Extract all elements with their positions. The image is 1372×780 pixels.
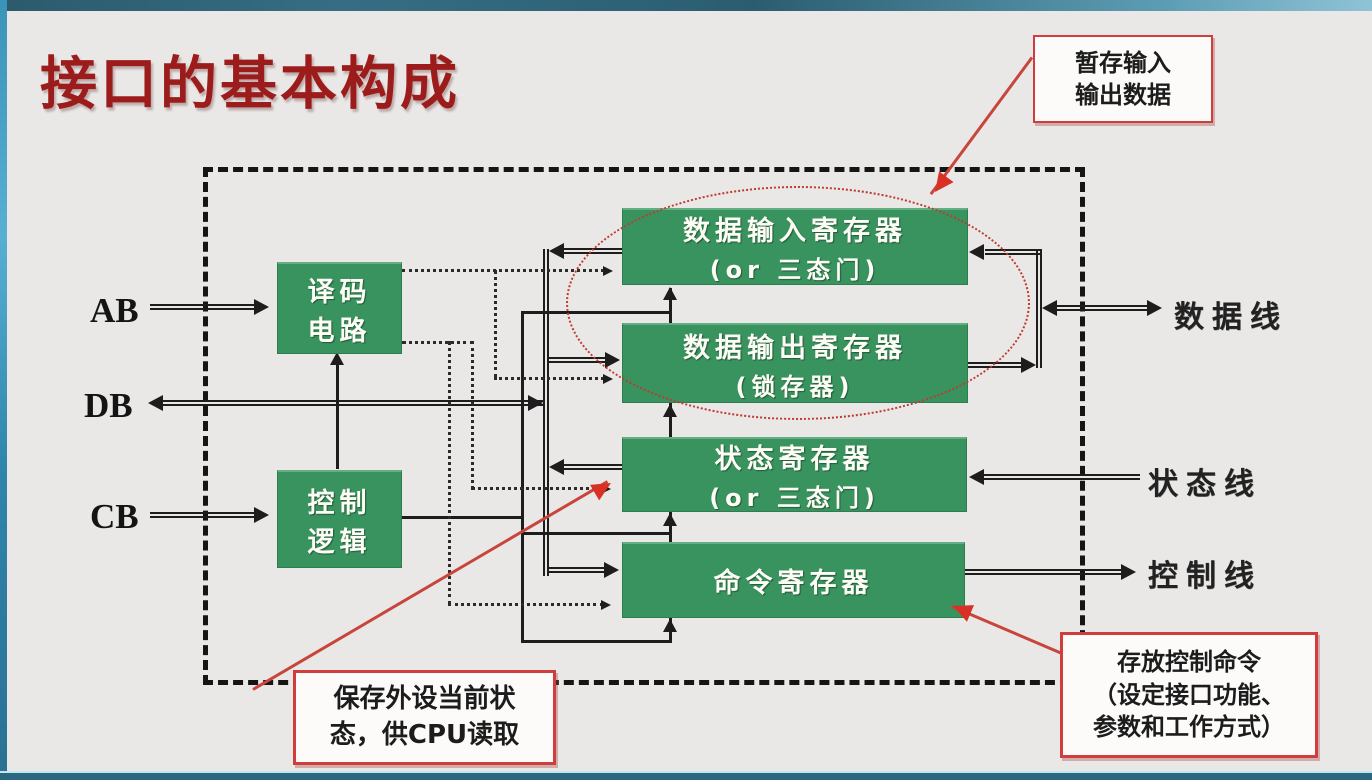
arrowhead-status-to-bus [549, 459, 564, 475]
callout-store-command: 存放控制命令 （设定接口功能、 参数和工作方式） [1060, 632, 1318, 758]
arrowhead-select-dataout [603, 374, 613, 384]
label-status-line: 状态线 [1148, 467, 1262, 502]
arrowhead-dataline-left [1042, 300, 1057, 316]
block-control-logic-line2: 逻辑 [307, 526, 372, 558]
block-decoder-line2: 电路 [307, 315, 372, 347]
arrowhead-dataline-right [1147, 300, 1162, 316]
line-status-to-bus [556, 464, 622, 470]
label-control-line: 控制线 [1148, 559, 1262, 594]
label-ab: AB [90, 291, 139, 330]
arrowhead-db-left [148, 395, 163, 411]
line-statusline [984, 474, 1140, 480]
arrowhead-statusline [969, 469, 984, 485]
callout-buffer-io-line2: 输出数据 [1075, 81, 1171, 109]
line-bus-to-command [548, 567, 606, 573]
select-line-dataout-vertical [494, 270, 497, 378]
label-cb: CB [90, 497, 139, 536]
line-dataline-vertical [1036, 249, 1042, 368]
line-internal-bus-vertical [543, 249, 549, 576]
interface-boundary-dashed-rect [203, 167, 1085, 685]
select-line-command-vertical [448, 341, 451, 605]
select-line-status [471, 487, 603, 490]
arrowhead-up-command-reg [663, 619, 677, 632]
arrowhead-up-status-reg [663, 513, 677, 526]
block-status-line2: (or 三态门) [709, 484, 880, 512]
select-line-status-vertical [471, 341, 474, 489]
select-line-lower-horizontal [402, 341, 474, 344]
arrowhead-select-status [601, 484, 611, 494]
callout-buffer-io: 暂存输入 输出数据 [1033, 35, 1213, 123]
block-status-line1: 状态寄存器 [714, 444, 875, 475]
block-command-line1: 命令寄存器 [713, 568, 874, 599]
block-control-logic-line1: 控制 [307, 487, 372, 519]
video-top-band [0, 0, 1372, 11]
callout-save-status-line2: 态，供CPU读取 [329, 719, 520, 750]
page-title: 接口的基本构成 [40, 51, 460, 117]
arrowhead-cb [254, 507, 269, 523]
line-dataline-bidirectional [1057, 305, 1149, 311]
line-db-bidirectional [163, 400, 543, 406]
callout-store-command-line2: （设定接口功能、 [1093, 680, 1285, 709]
callout-save-status-line1: 保存外设当前状 [333, 684, 516, 715]
callout-store-command-line3: 参数和工作方式） [1093, 713, 1285, 742]
arrowhead-up-data-out-reg [663, 404, 677, 417]
callout-buffer-io-line1: 暂存输入 [1075, 48, 1171, 77]
block-decoder: 译码 电路 [277, 262, 402, 354]
video-left-band [0, 0, 7, 780]
line-bus-to-dataout [549, 357, 607, 363]
select-line-datain [402, 269, 604, 272]
red-ellipse-data-registers [566, 186, 1030, 420]
arrowhead-datain-to-bus [549, 243, 564, 259]
arrowhead-controlline [1121, 564, 1136, 580]
arrowhead-select-command [601, 600, 611, 610]
video-bottom-band [0, 771, 1372, 780]
callout-save-status: 保存外设当前状 态，供CPU读取 [293, 670, 556, 765]
line-control-to-decoder [336, 357, 339, 469]
arrowhead-dataout-right [1021, 357, 1036, 373]
line-cb-arrow [150, 512, 256, 518]
arrowhead-bus-to-command [604, 562, 619, 578]
label-data-line: 数据线 [1174, 300, 1288, 335]
block-status-register: 状态寄存器 (or 三态门) [622, 437, 967, 512]
callout-store-command-line1: 存放控制命令 [1117, 648, 1261, 677]
select-line-command [448, 603, 603, 606]
select-line-dataout [494, 377, 604, 380]
arrowhead-up-decoder [330, 352, 344, 365]
arrowhead-db-right [528, 395, 543, 411]
arrowhead-ab [254, 299, 269, 315]
label-db: DB [84, 386, 133, 425]
line-controlline [965, 569, 1123, 575]
line-clock-branch-status [521, 532, 672, 535]
line-clock-branch-bottom [521, 640, 672, 643]
line-ab-arrow [150, 304, 256, 310]
block-control-logic: 控制 逻辑 [277, 470, 402, 568]
line-control-logic-out [402, 516, 523, 519]
line-datain-right [985, 249, 1042, 255]
line-clock-trunk-vertical [521, 312, 524, 642]
block-command-register: 命令寄存器 [622, 542, 965, 618]
block-decoder-line1: 译码 [307, 276, 372, 308]
